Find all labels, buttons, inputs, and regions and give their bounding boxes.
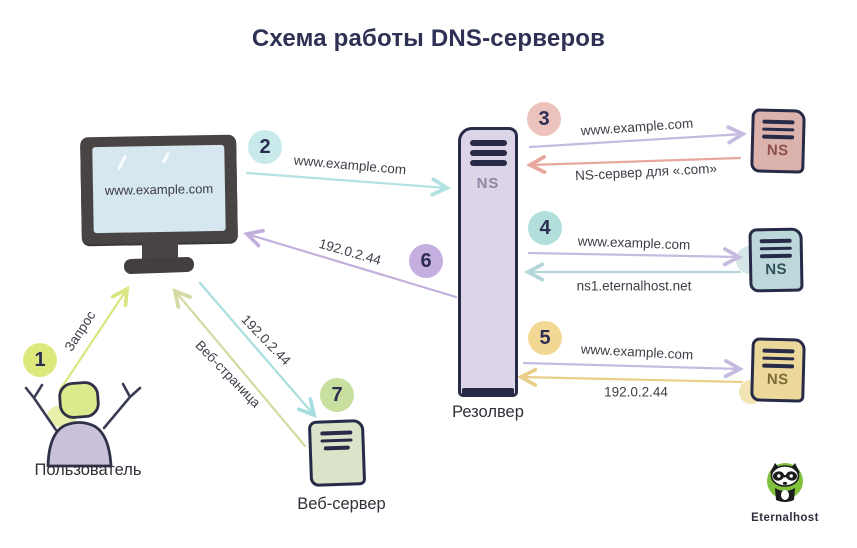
resolver-vent-bar [469, 150, 507, 156]
arrow-step4-query [527, 247, 743, 267]
step-badge-7: 7 [320, 378, 354, 412]
eternalhost-mascot-icon [767, 463, 803, 502]
arrow-step5-query [522, 359, 744, 379]
server-line [759, 246, 792, 251]
monitor-screen: www.example.com [92, 144, 226, 234]
screen-url-text: www.example.com [104, 180, 214, 198]
arrow-step7-reply [172, 287, 307, 448]
user-left-arm [24, 383, 58, 432]
label-step5-reply: 192.0.2.44 [604, 384, 668, 400]
user-head [58, 381, 100, 419]
server-line [762, 134, 795, 139]
web-server-label: Веб-сервер [297, 495, 386, 513]
step-badge-4: 4 [528, 211, 562, 245]
server-line [762, 356, 795, 361]
arrow-step2-query [245, 171, 451, 197]
arrow-step3-reply [526, 154, 742, 175]
server-line [762, 348, 795, 353]
eternalhost-logo-text: Eternalhost [751, 512, 819, 524]
ns-server-authoritative: NS [750, 337, 806, 403]
eternalhost-logo: Eternalhost [742, 460, 828, 524]
server-line [320, 430, 353, 436]
page-title: Схема работы DNS-серверов [251, 25, 606, 52]
step-badge-1: 1 [23, 343, 57, 377]
arrow-step6-answer [243, 228, 458, 299]
ns-server-tld: NS [748, 227, 804, 293]
step-badge-6: 6 [409, 244, 443, 278]
resolver-base [462, 388, 514, 395]
server-line [762, 363, 795, 368]
web-server [307, 419, 367, 487]
screen-shine [161, 151, 171, 164]
server-line [762, 119, 795, 124]
arrow-step5-reply [517, 367, 744, 387]
monitor: www.example.com [80, 134, 238, 245]
screen-shine [117, 154, 127, 171]
resolver-label: Резолвер [452, 403, 524, 421]
resolver-tower: NS [458, 127, 518, 397]
resolver-vent-bar [469, 140, 507, 146]
resolver-ns-badge: NS [476, 175, 500, 192]
step-badge-2: 2 [248, 130, 282, 164]
monitor-stand-base [123, 256, 195, 275]
resolver-vent-bar [469, 160, 507, 166]
step-badge-5: 5 [528, 321, 562, 355]
ns-server-root: NS [750, 108, 806, 174]
server-line [320, 437, 353, 443]
server-line [323, 445, 350, 450]
server-line [759, 253, 792, 258]
server-line [759, 238, 792, 243]
label-step4-reply: ns1.eternalhost.net [576, 278, 692, 294]
user-body [46, 421, 113, 468]
user-right-arm [102, 382, 142, 430]
user-figure [24, 381, 142, 468]
ns-badge: NS [766, 141, 789, 159]
server-line [762, 127, 795, 132]
arrow-step3-query [528, 125, 747, 149]
arrow-step1-request [58, 285, 130, 392]
user-label: Пользователь [34, 461, 142, 479]
ns-badge: NS [765, 260, 788, 278]
ns-badge: NS [766, 370, 789, 388]
step-badge-3: 3 [527, 102, 561, 136]
arrow-step7-request [198, 281, 317, 418]
